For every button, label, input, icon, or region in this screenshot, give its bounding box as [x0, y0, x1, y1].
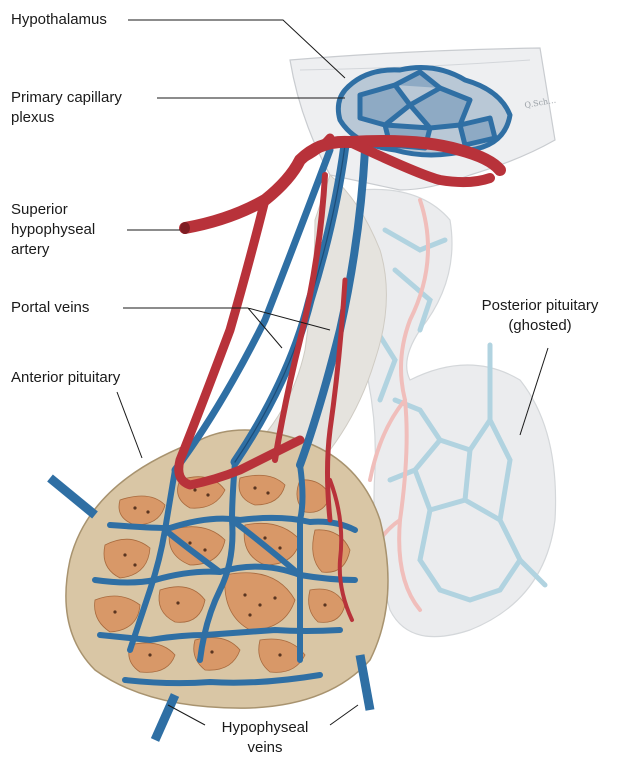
- label-anterior-pituitary: Anterior pituitary: [11, 368, 120, 388]
- vein-exit-bottom-right: [360, 655, 370, 710]
- leader-anterior-pituitary: [117, 392, 142, 458]
- label-hypothalamus: Hypothalamus: [11, 10, 107, 30]
- vein-exit-left: [50, 478, 95, 515]
- label-posterior-pituitary: Posterior pituitary (ghosted): [470, 296, 610, 336]
- label-hypophyseal-veins: Hypophyseal veins: [190, 718, 340, 758]
- label-portal-veins: Portal veins: [11, 298, 89, 318]
- label-primary-capillary-plexus: Primary capillary plexus: [11, 88, 122, 128]
- vein-exit-bottom-left: [155, 695, 175, 740]
- label-superior-hypophyseal-artery: Superior hypophyseal artery: [11, 200, 95, 260]
